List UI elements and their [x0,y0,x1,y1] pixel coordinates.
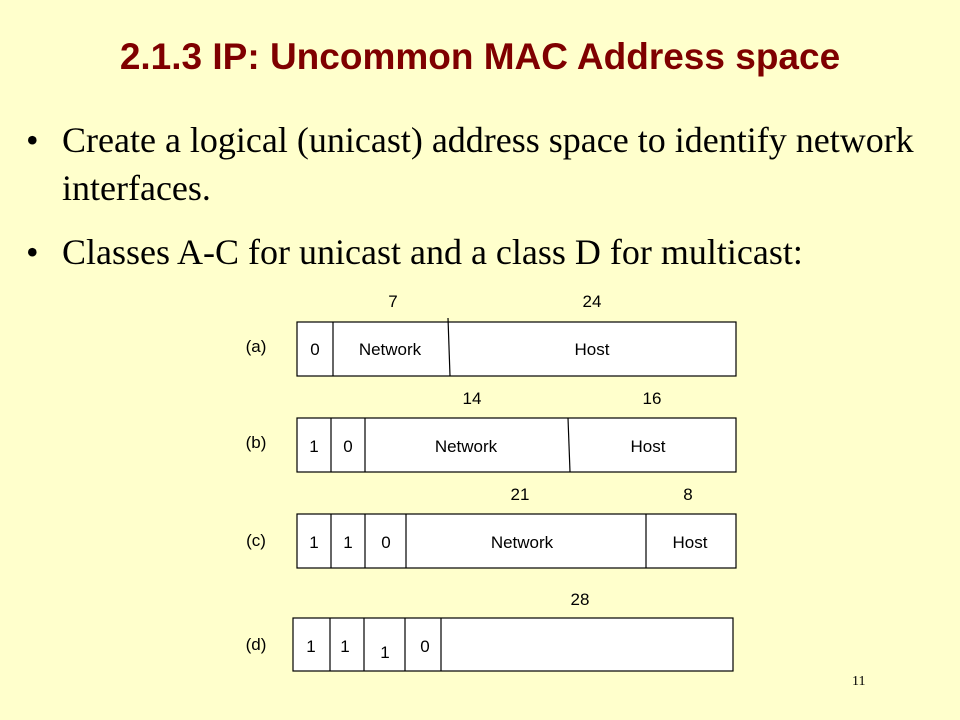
slide-title: 2.1.3 IP: Uncommon MAC Address space [119,36,841,77]
field-width-host: 8 [683,485,692,504]
address-box [296,417,737,473]
field-width-network: 21 [511,485,530,504]
bullet-symbol: • [26,120,39,160]
host-field: Host [673,533,708,552]
bullet-text: Classes A-C for unicast and a class D fo… [62,232,803,272]
row-label: (b) [246,433,267,452]
class-bit: 0 [343,437,352,456]
field-width-host: 24 [583,292,602,311]
field-divider [567,417,571,473]
class-bit: 1 [306,637,315,656]
network-field: Network [491,533,554,552]
host-field: Host [575,340,610,359]
bullet-text: Create a logical (unicast) address space… [62,120,914,208]
address-row-a: (a) 7 24 0 Network Host [246,292,737,377]
class-bit: 1 [380,643,389,662]
class-bit: 0 [420,637,429,656]
row-label: (d) [246,635,267,654]
field-divider [447,317,451,377]
address-box [296,321,737,377]
bullet-symbol: • [26,232,39,272]
bullet-item: • Classes A-C for unicast and a class D … [26,228,936,276]
class-bit: 1 [340,637,349,656]
field-width-multicast: 28 [571,590,590,609]
class-bit: 1 [309,437,318,456]
address-row-b: (b) 14 16 1 0 Network Host [246,389,737,473]
network-field: Network [359,340,422,359]
class-bit: 0 [310,340,319,359]
address-box [296,513,737,569]
address-row-c: (c) 21 8 1 1 0 Network Host [246,485,737,569]
row-label: (a) [246,337,267,356]
address-row-d: (d) 28 1 1 1 0 [246,590,734,672]
host-field: Host [631,437,666,456]
class-bit: 1 [343,533,352,552]
field-width-network: 7 [388,292,397,311]
network-field: Network [435,437,498,456]
row-label: (c) [246,531,266,550]
address-box [292,617,734,672]
bullet-item: • Create a logical (unicast) address spa… [26,116,936,212]
class-bit: 0 [381,533,390,552]
field-width-network: 14 [463,389,482,408]
class-bit: 1 [309,533,318,552]
field-width-host: 16 [643,389,662,408]
page-number: 11 [852,674,866,689]
